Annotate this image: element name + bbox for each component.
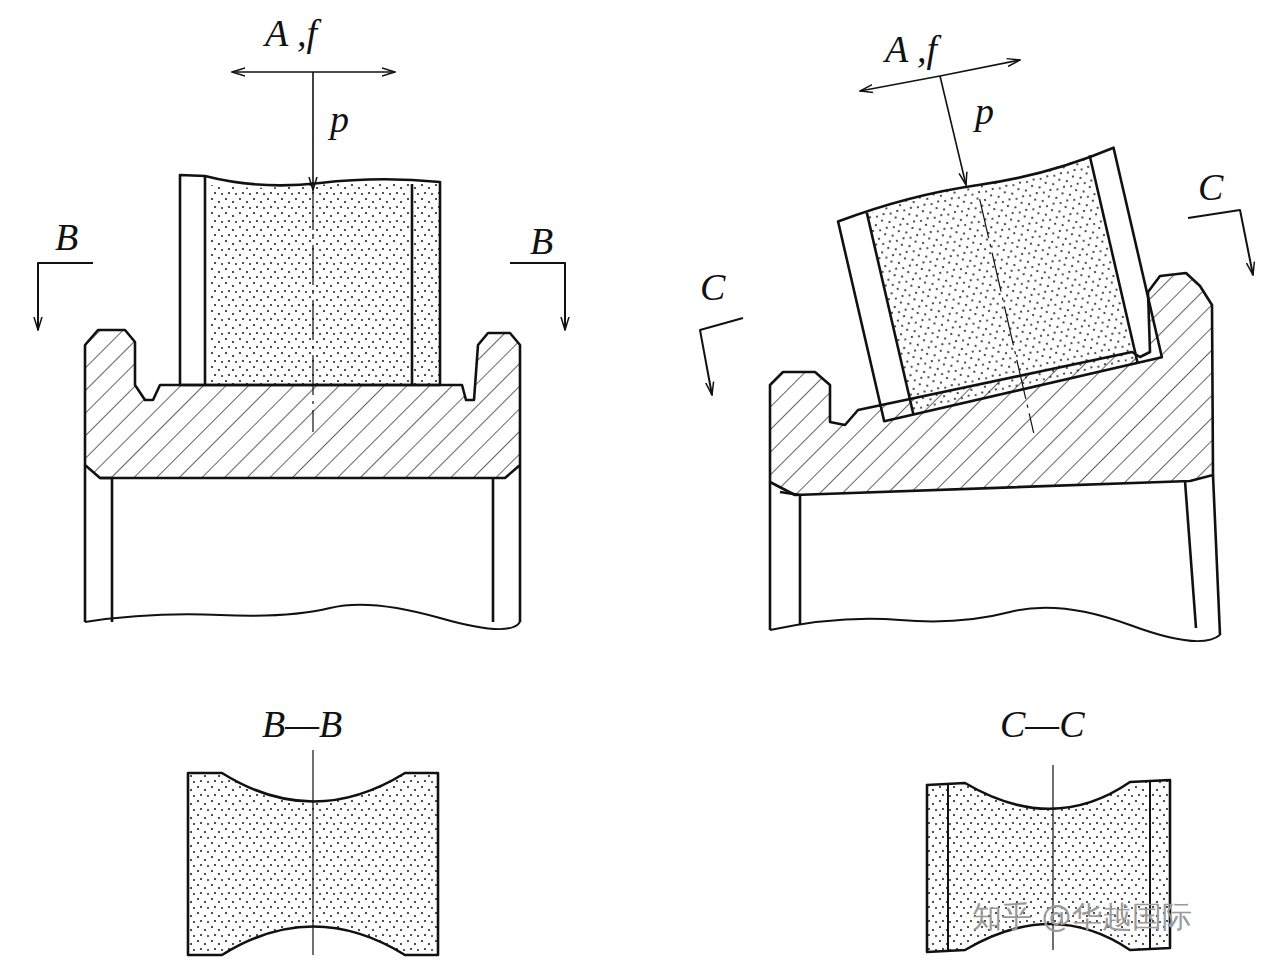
wheel-strip xyxy=(412,182,440,385)
feed-arrow xyxy=(860,76,940,91)
section-marker xyxy=(38,263,93,330)
wheel-edge xyxy=(947,785,949,951)
section-letter: B xyxy=(530,222,553,260)
ring-bore xyxy=(85,465,520,622)
wheel-outline xyxy=(180,175,440,385)
force-arrow xyxy=(312,72,314,190)
bearing-ring xyxy=(770,273,1213,495)
center-line xyxy=(312,190,313,432)
section-letter: C xyxy=(1198,168,1223,206)
section-letter: B xyxy=(55,218,78,256)
section-marker xyxy=(1188,210,1253,275)
center-line xyxy=(312,750,313,955)
break-line xyxy=(770,608,1220,641)
wheel-edge xyxy=(1090,155,1138,363)
feed-arrow xyxy=(313,71,395,73)
force-label: A ,f xyxy=(885,30,937,68)
force-arrow xyxy=(940,76,966,185)
wheel-edge xyxy=(411,184,414,385)
section-marker xyxy=(510,263,565,330)
wheel-edge xyxy=(867,213,914,415)
ring-bore xyxy=(770,475,1220,635)
section-title: C—C xyxy=(1000,705,1084,743)
feed-arrow xyxy=(940,60,1020,76)
break-line xyxy=(85,605,520,629)
force-label: p xyxy=(330,100,349,138)
section-letter: C xyxy=(700,268,725,306)
bearing-ring xyxy=(85,330,520,478)
watermark: 知乎 @华越国际 xyxy=(972,902,1192,932)
wheel-edge xyxy=(204,176,207,385)
grinding-wheel xyxy=(210,183,410,385)
feed-arrow xyxy=(232,71,313,73)
force-label: A ,f xyxy=(265,14,317,52)
section-title: B—B xyxy=(262,705,342,743)
section-marker xyxy=(700,318,743,395)
force-label: p xyxy=(975,92,994,130)
